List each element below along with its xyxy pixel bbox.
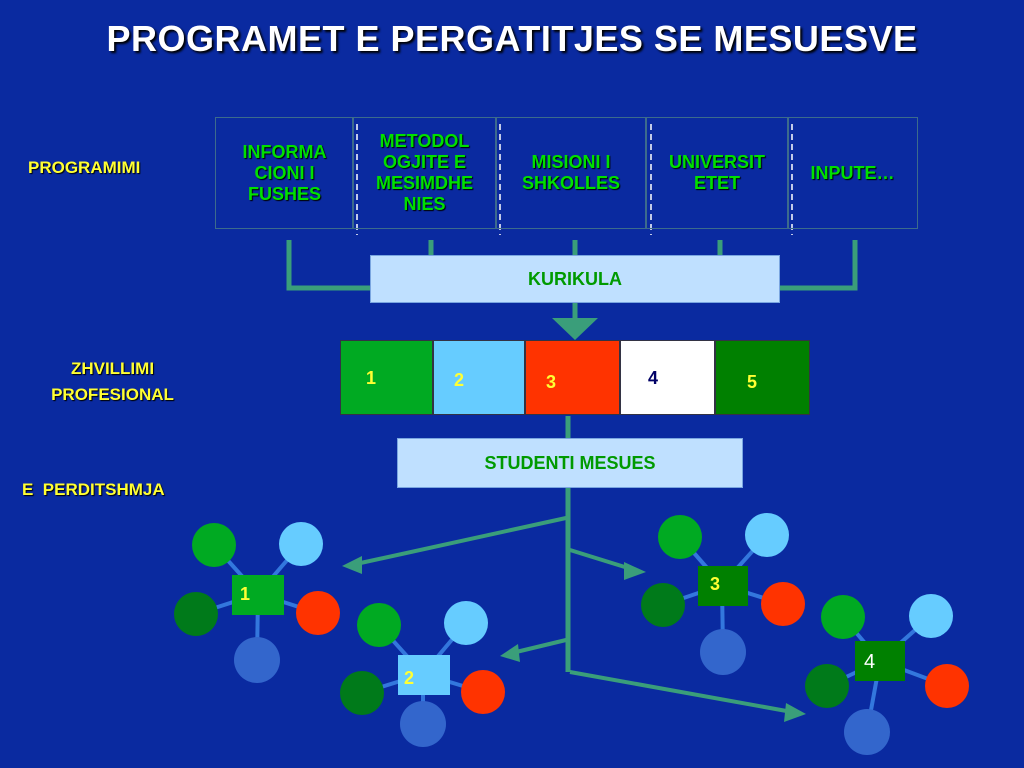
arrowhead-icon <box>624 562 646 580</box>
arrowhead-icon <box>500 644 520 662</box>
node-light-blue <box>745 513 789 557</box>
cluster-center <box>232 575 284 615</box>
cluster-1 <box>174 522 340 683</box>
program-label: METODOL OGJITE E MESIMDHE NIES <box>375 131 473 214</box>
segment-5 <box>715 340 810 415</box>
node-red <box>925 664 969 708</box>
node-blue <box>234 637 280 683</box>
node-red <box>296 591 340 635</box>
program-box-universitetet: UNIVERSIT ETET <box>645 117 789 229</box>
segment-4 <box>620 340 715 415</box>
segment-3 <box>525 340 620 415</box>
node-green <box>821 595 865 639</box>
kurikula-bar: KURIKULA <box>370 255 780 303</box>
program-label: INFORMA CIONI I FUSHES <box>242 141 327 204</box>
segment-label: 5 <box>747 372 758 392</box>
node-red <box>461 670 505 714</box>
label-zhvillimi-text: ZHVILLIMI PROFESIONAL <box>51 359 174 404</box>
arrowhead-icon <box>784 703 806 722</box>
segment-label: 1 <box>366 368 377 388</box>
segment-1 <box>340 340 433 415</box>
cluster-2 <box>340 601 505 747</box>
cluster-label: 4 <box>864 651 876 673</box>
cluster-label: 2 <box>404 668 415 688</box>
node-light-blue <box>444 601 488 645</box>
node-light-blue <box>279 522 323 566</box>
node-blue <box>700 629 746 675</box>
node-light-blue <box>909 594 953 638</box>
cluster-center <box>855 641 905 681</box>
cluster-center <box>398 655 450 695</box>
node-dark-green <box>340 671 384 715</box>
program-box-metodologjite: METODOL OGJITE E MESIMDHE NIES <box>352 117 497 229</box>
cluster-label: 1 <box>240 584 251 604</box>
node-dark-green <box>805 664 849 708</box>
program-label: UNIVERSIT ETET <box>668 152 765 193</box>
cluster-label: 3 <box>710 574 721 594</box>
down-arrow-icon <box>552 318 598 340</box>
label-perditshmja: E PERDITSHMJA <box>22 480 165 499</box>
node-dark-green <box>174 592 218 636</box>
cluster-3 <box>641 513 805 675</box>
node-dark-green <box>641 583 685 627</box>
program-label: MISIONI I SHKOLLES <box>521 152 620 193</box>
page-title: PROGRAMET E PERGATITJES SE MESUESVE <box>106 18 918 59</box>
program-box-misioni: MISIONI I SHKOLLES <box>495 117 647 229</box>
label-zhvillimi-profesional: ZHVILLIMI PROFESIONAL <box>20 356 205 408</box>
studenti-mesues-bar: STUDENTI MESUES <box>397 438 743 488</box>
node-red <box>761 582 805 626</box>
program-box-informacioni: INFORMA CIONI I FUSHES <box>215 117 354 229</box>
node-green <box>192 523 236 567</box>
cluster-4 <box>805 594 969 755</box>
arrowhead-icon <box>342 556 362 574</box>
cluster-center <box>698 566 748 606</box>
label-programimi: PROGRAMIMI <box>28 158 141 177</box>
node-blue <box>400 701 446 747</box>
program-label: INPUTE… <box>810 162 895 183</box>
segment-label: 3 <box>546 372 557 392</box>
program-box-inpute: INPUTE… <box>787 117 918 229</box>
node-blue <box>844 709 890 755</box>
segment-label: 2 <box>454 370 465 390</box>
segment-label: 4 <box>648 368 659 388</box>
node-green <box>658 515 702 559</box>
node-green <box>357 603 401 647</box>
segment-2 <box>433 340 525 415</box>
